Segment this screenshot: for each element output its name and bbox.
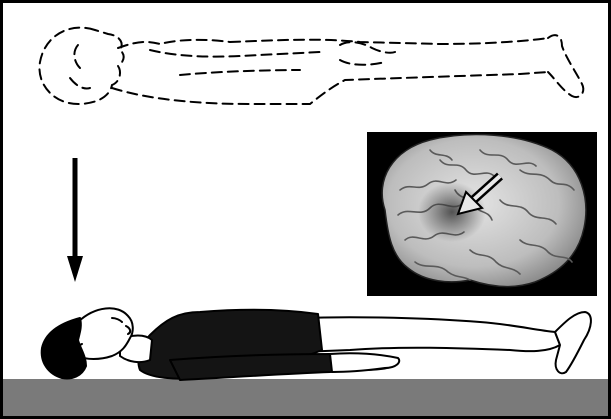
floating-dashed-figure (39, 28, 583, 104)
floor (3, 379, 608, 416)
dashed-face (70, 45, 90, 89)
dashed-legs (112, 72, 548, 104)
brain-inset (367, 132, 597, 296)
foot (555, 312, 591, 373)
dashed-shoulder (118, 40, 230, 48)
dashed-body-top (230, 38, 548, 44)
dashed-head (39, 28, 123, 104)
dashed-foot (548, 35, 583, 97)
dashed-arm (150, 50, 320, 75)
down-arrow-icon (67, 158, 83, 282)
lying-figure (42, 308, 591, 380)
legs (300, 317, 560, 352)
dashed-hand (340, 42, 395, 65)
hand (330, 353, 399, 372)
highlighted-region (418, 182, 486, 242)
hair (42, 318, 86, 379)
